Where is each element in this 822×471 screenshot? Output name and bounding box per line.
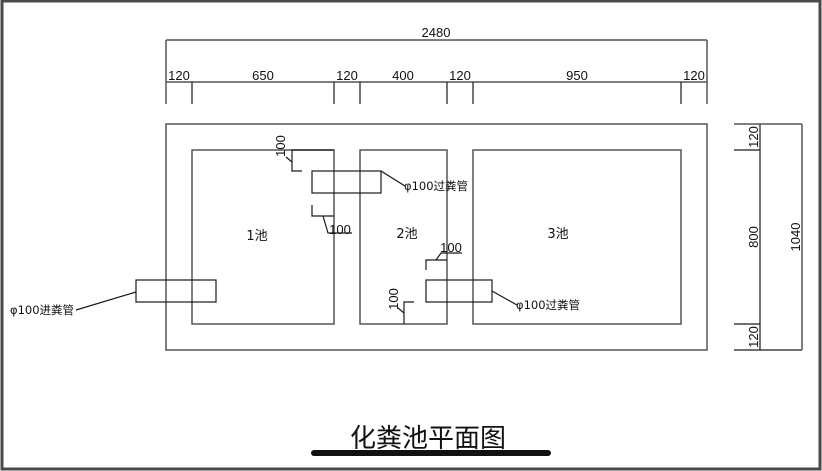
leader-line — [75, 291, 137, 311]
leader-line — [322, 215, 352, 234]
drawing-title: 化粪池平面图 — [350, 424, 506, 454]
leader-line — [491, 290, 518, 306]
pipe-elbow-bottom — [311, 205, 334, 217]
chamber-1-label: 1池 — [246, 229, 267, 244]
transfer-pipe-1-label: φ100过粪管 — [404, 179, 468, 193]
segment-label: 400 — [392, 68, 414, 83]
overall-length-label: 2480 — [422, 25, 451, 40]
chamber-1 — [191, 149, 335, 325]
pipe-elbow-bottom — [403, 301, 414, 324]
leader-line — [397, 307, 405, 314]
leader-line — [285, 156, 293, 163]
pipe-elbow-top — [425, 259, 447, 270]
width-dimensions: 120 800 120 1040 — [734, 123, 803, 351]
pipe-elbow-top — [291, 149, 334, 172]
overall-length-dimension: 2480 — [165, 25, 708, 104]
inlet-pipe: φ100进粪管 — [10, 279, 217, 317]
transfer-pipe-1: φ100过粪管 100 100 — [273, 135, 468, 237]
inlet-pipe-label: φ100进粪管 — [10, 303, 74, 317]
transfer-pipe-body — [311, 170, 382, 194]
transfer-pipe-2-label: φ100过粪管 — [516, 298, 580, 312]
leader-line — [380, 170, 406, 187]
offset-dim-label: 100 — [329, 222, 351, 237]
chamber-3 — [472, 149, 682, 325]
segment-dimensions: 120 650 120 400 120 950 120 — [166, 68, 707, 104]
width-segment-label: 120 — [746, 126, 761, 148]
segment-label: 120 — [449, 68, 471, 83]
segment-label: 950 — [566, 68, 588, 83]
transfer-pipe-body — [425, 279, 493, 303]
overall-width-label: 1040 — [788, 223, 803, 252]
offset-dim-label: 100 — [440, 240, 462, 255]
chamber-3-label: 3池 — [547, 227, 568, 242]
chamber-2-label: 2池 — [396, 227, 417, 242]
offset-dim-label: 100 — [273, 135, 288, 157]
transfer-pipe-2: φ100过粪管 100 100 — [386, 240, 580, 324]
tank-outer-wall — [165, 123, 708, 351]
width-segment-label: 120 — [746, 326, 761, 348]
offset-dim-label: 100 — [386, 288, 401, 310]
segment-label: 120 — [168, 68, 190, 83]
leader-line — [435, 252, 462, 261]
inlet-pipe-body — [135, 279, 217, 303]
segment-label: 120 — [336, 68, 358, 83]
segment-label: 120 — [683, 68, 705, 83]
width-segment-label: 800 — [746, 226, 761, 248]
segment-label: 650 — [252, 68, 274, 83]
